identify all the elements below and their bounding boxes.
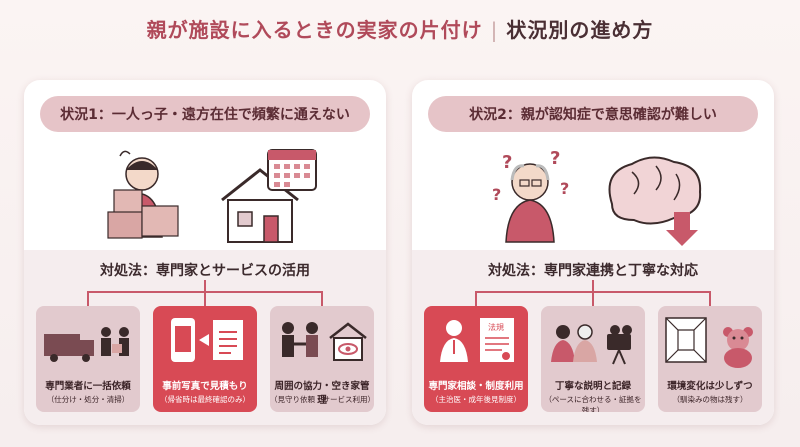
card-title: 専門家相談・制度利用 — [428, 381, 524, 392]
title-separator: | — [490, 18, 499, 42]
room-teddy-bear-icon — [665, 317, 753, 368]
connector-lines — [87, 280, 323, 306]
brain-icon — [608, 156, 702, 246]
illustration-person-boxes-house — [107, 149, 317, 243]
worried-person-icon — [107, 150, 179, 239]
card-subtitle: （帰省時は最終確認のみ） — [160, 395, 250, 404]
truck-movers-icon — [44, 327, 129, 362]
svg-text:?: ? — [560, 179, 569, 198]
page-title: 親が施設に入るときの実家の片付け | 状況別の進め方 — [0, 14, 800, 43]
card-careful-explanation: 丁寧な説明と記録 （ペースに合わせる・証拠を残す） — [541, 306, 645, 412]
svg-text:?: ? — [502, 152, 512, 173]
card-title: 専門業者に一括依頼 — [45, 381, 131, 392]
card-neighbor-cooperation: 周囲の協力・空き家管理 （見守り依頼・サービス利用） — [270, 306, 374, 412]
card-title: 丁寧な説明と記録 — [554, 381, 631, 392]
document-label: 法規 — [488, 322, 504, 332]
situation-label: 状況2：親が認知症で意思確認が難しい — [428, 96, 758, 132]
card-subtitle: （ペースに合わせる・証拠を残す） — [544, 395, 642, 412]
title-sub: 状況別の進め方 — [506, 18, 654, 42]
handshake-eye-house-icon — [282, 322, 367, 361]
approach-title: 対処法：専門家連携と丁寧な対応 — [488, 263, 698, 279]
svg-text:?: ? — [492, 185, 501, 204]
card-bulk-service: 専門業者に一括依頼 （仕分け・処分・清掃） — [36, 306, 140, 412]
doctor-document-icon: 法規 — [440, 318, 514, 362]
confused-elder-icon: ? ? ? ? — [492, 148, 569, 243]
conversation-camera-icon — [551, 324, 632, 365]
calendar-icon — [267, 149, 317, 191]
situation-panel-2: 状況2：親が認知症で意思確認が難しい ? ? ? ? 対処法：専門家連携と丁寧な… — [412, 80, 774, 425]
illustration-elder-brain: ? ? ? ? — [492, 148, 702, 246]
situation-panel-1: 状況1：一人っ子・遠方在住で頻繁に通えない — [24, 80, 386, 425]
card-title: 周囲の協力・空き家管理 — [274, 381, 370, 406]
connector-lines — [475, 280, 711, 306]
card-subtitle: （見守り依頼・サービス利用） — [270, 395, 374, 404]
approach-title: 対処法：専門家とサービスの活用 — [100, 263, 310, 279]
card-gradual-change: 環境変化は少しずつ （馴染みの物は残す） — [658, 306, 762, 412]
card-title: 環境変化は少しずつ — [667, 381, 753, 392]
svg-text:?: ? — [550, 148, 560, 169]
card-subtitle: （主治医・成年後見制度） — [431, 395, 521, 404]
card-subtitle: （馴染みの物は残す） — [672, 395, 748, 404]
title-main: 親が施設に入るときの実家の片付け — [146, 18, 483, 42]
phone-document-icon — [171, 318, 243, 362]
house-icon — [221, 168, 299, 243]
card-photo-estimate: 事前写真で見積もり （帰省時は最終確認のみ） — [153, 306, 257, 412]
card-subtitle: （仕分け・処分・清掃） — [46, 395, 130, 404]
card-expert-consult: 法規 専門家相談・制度利用 （主治医・成年後見制度） — [424, 306, 528, 412]
card-title: 事前写真で見積もり — [162, 381, 248, 392]
situation-label: 状況1：一人っ子・遠方在住で頻繁に通えない — [40, 96, 370, 132]
